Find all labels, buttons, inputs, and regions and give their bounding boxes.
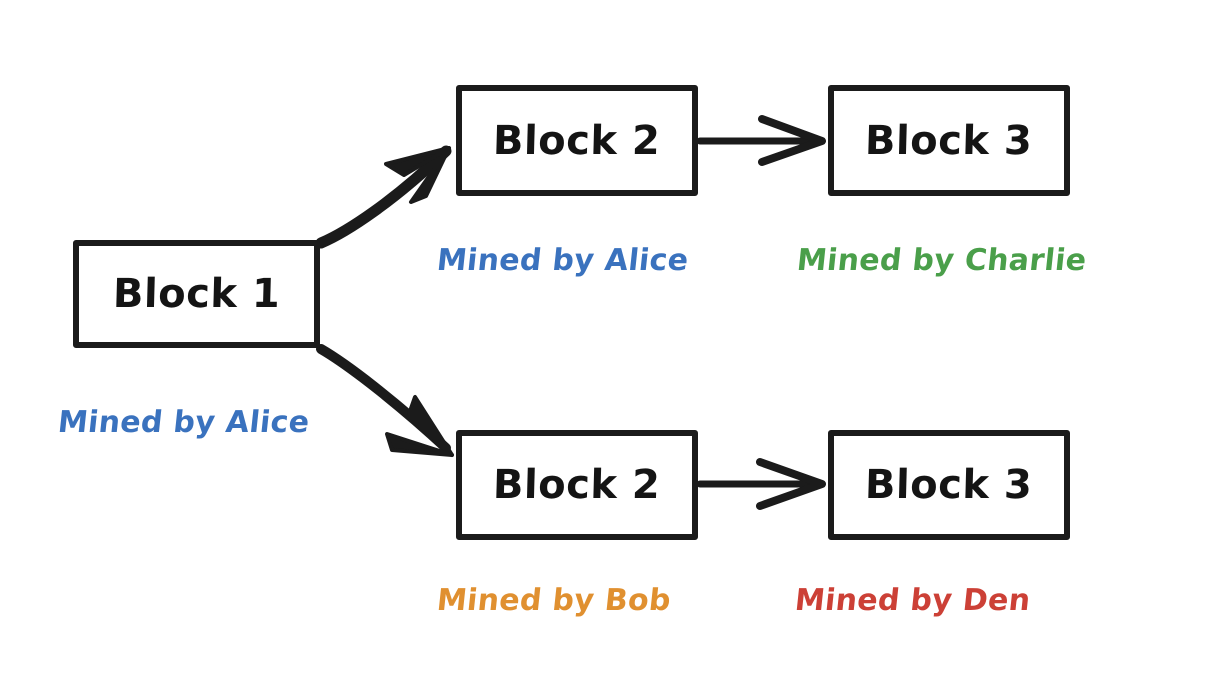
arrow-top-chain	[696, 115, 826, 166]
block-node-block-1[interactable]: Block 1	[73, 240, 320, 348]
miner-label-block-2-bottom: Mined by Bob	[435, 583, 673, 618]
miner-label-block-3-top: Mined by Charlie	[795, 243, 1089, 278]
block-label: Block 3	[864, 462, 1034, 508]
block-label: Block 2	[492, 462, 662, 508]
arrow-bot-chain	[696, 458, 826, 510]
block-node-block-3-bottom[interactable]: Block 3	[828, 430, 1070, 540]
miner-label-block-2-top: Mined by Alice	[435, 243, 691, 278]
block-label: Block 1	[112, 271, 281, 317]
arrow-fork-up	[315, 145, 452, 249]
block-label: Block 2	[492, 117, 662, 164]
miner-label-block-1: Mined by Alice	[56, 405, 312, 440]
block-node-block-3-top[interactable]: Block 3	[828, 85, 1070, 196]
arrow-fork-down	[316, 344, 454, 457]
block-label: Block 3	[864, 117, 1034, 164]
miner-label-block-3-bottom: Mined by Den	[793, 583, 1033, 618]
block-node-block-2-bottom[interactable]: Block 2	[456, 430, 698, 540]
block-node-block-2-top[interactable]: Block 2	[456, 85, 698, 196]
